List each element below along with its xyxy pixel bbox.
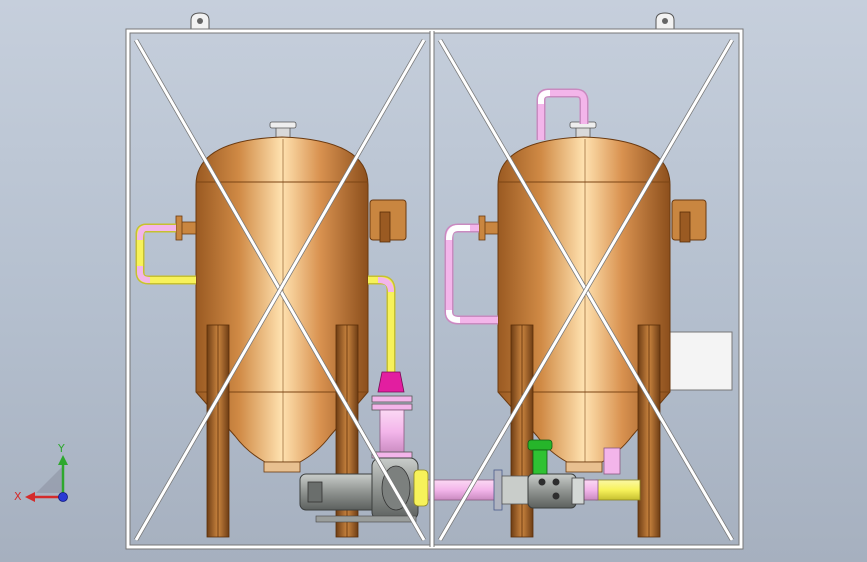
valve-small-right[interactable] — [603, 447, 621, 475]
axis-label-x: X — [14, 490, 22, 503]
pipe-left-downcomer[interactable] — [368, 275, 396, 372]
pipe-right-loop[interactable] — [444, 223, 498, 325]
pipe-left-loop[interactable] — [135, 223, 196, 285]
pipe-right-gooseneck[interactable] — [536, 88, 589, 140]
side-panel[interactable] — [667, 331, 733, 391]
coordinate-triad-icon: Y X — [14, 442, 68, 503]
valve-magenta[interactable] — [371, 371, 413, 459]
pump-right[interactable] — [527, 473, 585, 509]
valve-green[interactable] — [527, 439, 553, 475]
lifting-lug-left[interactable] — [190, 12, 210, 32]
axis-label-y: Y — [57, 442, 65, 455]
lifting-lug-right[interactable] — [655, 12, 675, 32]
skid-frame[interactable] — [125, 28, 744, 550]
